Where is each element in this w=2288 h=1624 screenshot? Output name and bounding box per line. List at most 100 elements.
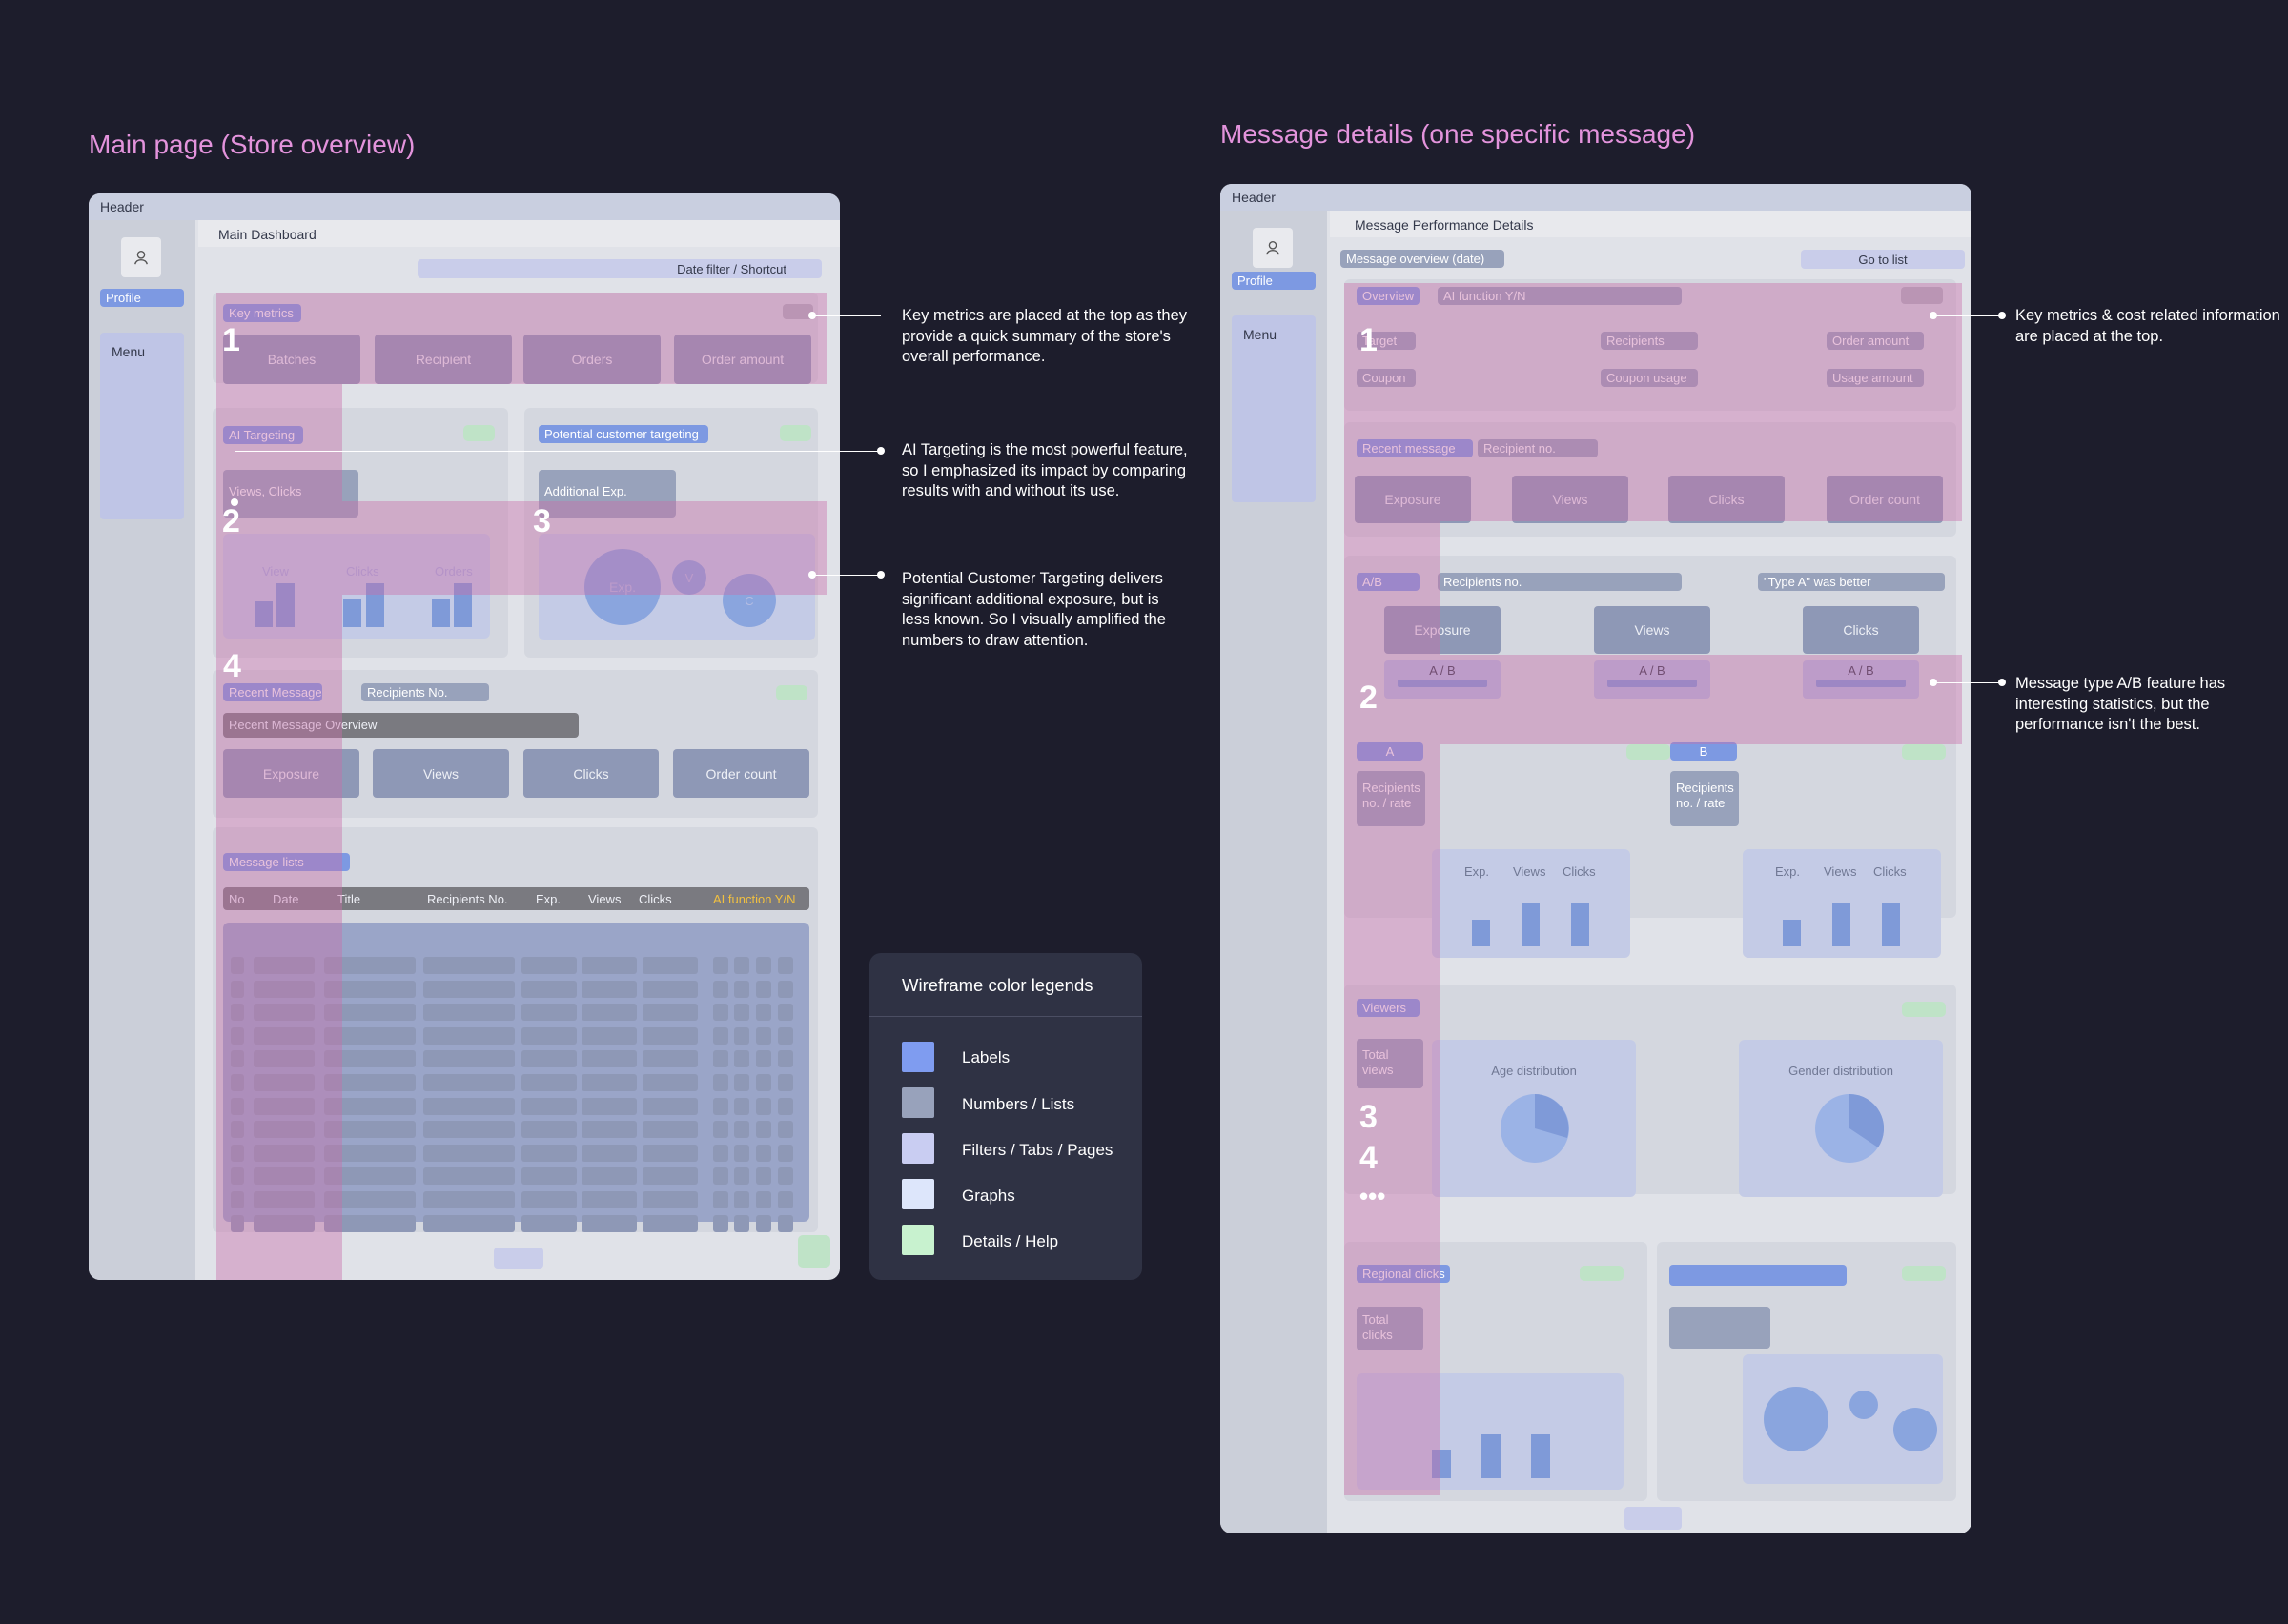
list-cell [324,1097,416,1115]
list-cell [582,1121,637,1139]
list-cell [756,1214,771,1232]
breadcrumb: Main Dashboard [198,220,840,247]
list-cell [734,1026,749,1045]
list-cell [778,1026,793,1045]
total-views: Total views [1357,1039,1423,1088]
profile-button[interactable]: Profile [1232,272,1316,290]
legend-graphs: Graphs [962,1187,1015,1205]
list-cell [423,980,515,998]
pagination[interactable] [1624,1507,1682,1530]
floating-help[interactable] [798,1235,830,1268]
regional-detail-help[interactable] [1902,1266,1946,1281]
a-help[interactable] [1626,744,1670,760]
list-cell [521,980,577,998]
sidebar-menu[interactable]: Menu [1232,315,1316,502]
viewers-help[interactable] [1902,1002,1946,1017]
list-cell [643,1144,698,1162]
list-cell [778,1097,793,1115]
list-cell [231,1097,244,1115]
list-cell [521,1097,577,1115]
recent-message-label: Recent message [1357,439,1473,457]
list-cell [778,1167,793,1186]
recent-help[interactable] [776,685,807,700]
b-recipients-rate: Recipients no. / rate [1670,771,1739,826]
list-cell [734,1191,749,1208]
list-body [223,923,809,1232]
list-cell [734,957,749,974]
list-cell [713,980,728,998]
list-cell [756,980,771,998]
list-cell [231,957,244,974]
help-toggle[interactable] [783,304,813,319]
list-cell [423,1097,515,1115]
list-cell [254,1121,315,1139]
list-cell [582,1191,637,1208]
list-cell [756,1004,771,1022]
list-cell [778,1144,793,1162]
ai-targeting-label: AI Targeting [223,426,303,444]
list-cell [713,1097,728,1115]
legend-swatch-labels [902,1042,934,1072]
list-cell [713,1004,728,1022]
pagination[interactable] [494,1248,543,1269]
date-filter[interactable]: Date filter / Shortcut [418,259,822,278]
list-cell [582,1214,637,1232]
list-cell [756,1167,771,1186]
list-cell [582,1144,637,1162]
detail-marker-2: 2 [1359,680,1378,716]
viewers-label: Viewers [1357,999,1420,1017]
marker-2: 2 [222,503,240,539]
list-cell [756,1144,771,1162]
list-cell [521,1144,577,1162]
regional-bar-chart [1357,1373,1624,1490]
list-cell [734,1050,749,1068]
list-cell [582,1026,637,1045]
ai-help[interactable] [463,425,495,441]
list-cell [734,1121,749,1139]
list-cell [756,1191,771,1208]
annotation-detail-ab: Message type A/B feature has interesting… [2015,675,2226,733]
annotation-detail-key: Key metrics & cost related information a… [2015,307,2280,345]
message-lists-label: Message lists [223,853,350,871]
list-cell [423,1026,515,1045]
list-cell [423,1074,515,1091]
recent-clicks: Clicks [1668,476,1785,523]
list-cell [643,1191,698,1208]
regional-detail-label [1669,1265,1847,1286]
potential-label: Potential customer targeting [539,425,708,443]
list-cell [643,980,698,998]
list-cell [521,1026,577,1045]
list-cell [643,1167,698,1186]
list-cell [254,1214,315,1232]
breadcrumb: Message Performance Details [1330,211,1971,237]
list-cell [521,1050,577,1068]
list-cell [756,957,771,974]
help-toggle[interactable] [1901,287,1943,304]
legend-filters: Filters / Tabs / Pages [962,1141,1113,1159]
legend-swatch-graphs [902,1179,934,1209]
user-icon[interactable] [121,237,161,277]
list-cell [423,1004,515,1022]
recent-views: Views [1512,476,1628,523]
list-cell [521,1214,577,1232]
list-cell [521,1191,577,1208]
ab-clicks: Clicks [1803,606,1919,654]
list-cell [254,1191,315,1208]
b-help[interactable] [1902,744,1946,760]
list-cell [643,1026,698,1045]
list-cell [643,1121,698,1139]
list-cell [734,1074,749,1091]
message-overview-date[interactable]: Message overview (date) [1340,250,1504,268]
regional-help[interactable] [1580,1266,1624,1281]
go-to-list-button[interactable]: Go to list [1801,250,1965,269]
user-icon[interactable] [1253,228,1293,268]
potential-help[interactable] [780,425,811,441]
list-cell [231,1121,244,1139]
sidebar-menu[interactable]: Menu [100,333,184,519]
list-cell [778,1121,793,1139]
list-cell [734,1144,749,1162]
list-cell [521,1167,577,1186]
list-cell [778,1050,793,1068]
profile-button[interactable]: Profile [100,289,184,307]
list-cell [778,1004,793,1022]
